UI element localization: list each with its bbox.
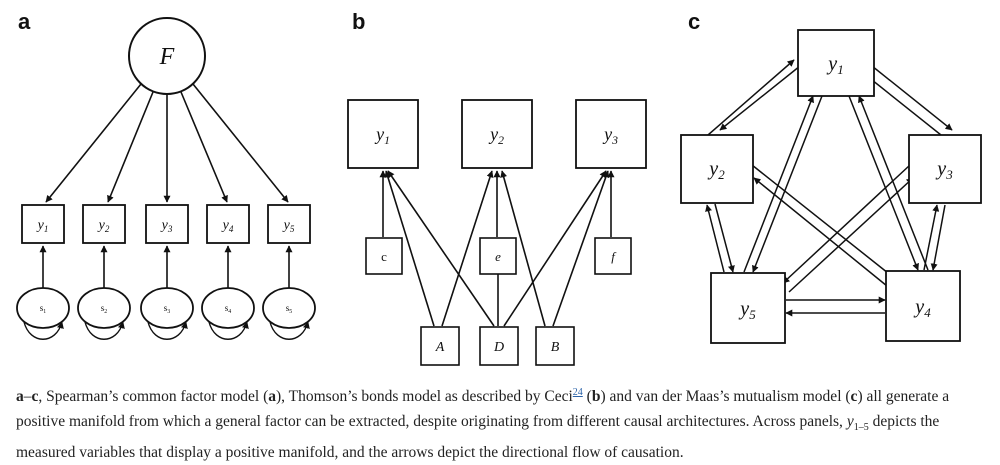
error-label: s1 bbox=[40, 303, 47, 315]
error-label: s3 bbox=[164, 303, 171, 315]
caption-text: depicts the measured variables that disp… bbox=[16, 413, 940, 462]
bond-node: A bbox=[420, 326, 460, 366]
bond-node: B bbox=[535, 326, 575, 366]
observed-node: y3 bbox=[908, 134, 982, 204]
caption-bold: c bbox=[31, 388, 39, 406]
mutualism-arrows bbox=[705, 59, 953, 317]
caption-text: ) all generate a positive manifold from … bbox=[16, 388, 950, 431]
caption-variable: y bbox=[846, 413, 854, 431]
factor-label: F bbox=[159, 44, 175, 70]
error-node: s3 bbox=[140, 287, 194, 340]
error-arrows bbox=[39, 245, 293, 288]
observed-node: y5 bbox=[267, 204, 311, 244]
panel-b: b y1 y2 y3 bbox=[347, 9, 647, 366]
observed-node: y1 bbox=[347, 99, 419, 169]
error-label: s4 bbox=[225, 303, 232, 315]
observed-node: y3 bbox=[575, 99, 647, 169]
error-node: s1 bbox=[16, 287, 70, 340]
panel-a: a F y1 y2 y3 y4 bbox=[16, 9, 316, 340]
specific-label: c bbox=[381, 249, 387, 264]
error-node: s5 bbox=[262, 287, 316, 340]
observed-node: y1 bbox=[21, 204, 65, 244]
observed-node: y3 bbox=[145, 204, 189, 244]
observed-node: y1 bbox=[797, 29, 875, 97]
bond-label: A bbox=[435, 340, 445, 355]
caption-text: ), Thomson’s bonds model as described by… bbox=[276, 388, 573, 406]
figure-caption: a–c, Spearman’s common factor model (a),… bbox=[16, 380, 984, 465]
panel-c-letter: c bbox=[688, 9, 700, 34]
observed-node: y4 bbox=[206, 204, 250, 244]
caption-text: ) and van der Maas’s mutualism model ( bbox=[600, 388, 851, 406]
caption-text: , Spearman’s common factor model ( bbox=[38, 388, 269, 406]
caption-bold: a bbox=[16, 388, 24, 406]
bond-label: B bbox=[551, 340, 560, 355]
caption-bold: c bbox=[850, 388, 858, 406]
bond-arrows bbox=[379, 170, 615, 327]
caption-text: – bbox=[23, 388, 32, 406]
observed-node: y5 bbox=[710, 272, 786, 344]
caption-text: ( bbox=[582, 388, 592, 406]
specific-label: e bbox=[495, 249, 501, 264]
bond-label: D bbox=[493, 340, 504, 355]
figure: a F y1 y2 y3 y4 bbox=[16, 9, 982, 366]
error-label: s2 bbox=[101, 303, 108, 315]
caption-bold: a bbox=[268, 388, 276, 406]
error-label: s5 bbox=[286, 303, 293, 315]
panel-c: c bbox=[680, 9, 982, 344]
error-node: s2 bbox=[77, 287, 131, 340]
specific-label: f bbox=[611, 249, 617, 264]
observed-node: y4 bbox=[885, 270, 961, 342]
specific-node: f bbox=[594, 237, 632, 275]
specific-node: c bbox=[365, 237, 403, 275]
reference-link[interactable]: 24 bbox=[572, 387, 583, 398]
panel-a-letter: a bbox=[18, 9, 31, 34]
caption-subscript: 1–5 bbox=[853, 422, 869, 434]
specific-node: e bbox=[479, 237, 517, 275]
panel-b-letter: b bbox=[352, 9, 365, 34]
factor-node: F bbox=[128, 17, 206, 95]
observed-node: y2 bbox=[461, 99, 533, 169]
bond-node: D bbox=[479, 326, 519, 366]
error-node: s4 bbox=[201, 287, 255, 340]
observed-node: y2 bbox=[680, 134, 754, 204]
factor-loading-arrows bbox=[45, 83, 289, 203]
observed-node: y2 bbox=[82, 204, 126, 244]
caption-bold: b bbox=[591, 388, 601, 406]
